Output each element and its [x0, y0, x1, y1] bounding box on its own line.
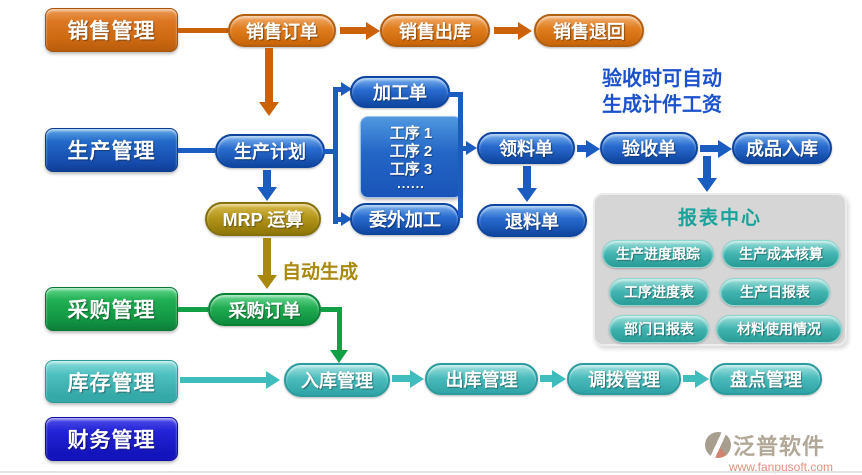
- elbow-purchase-horizontal: [321, 307, 342, 312]
- node-purchase-order: 采购订单: [208, 293, 321, 326]
- arrow-plan-to-mrp: [263, 170, 271, 187]
- note-piecework-wage: 验收时可自动 生成计件工资: [584, 66, 740, 118]
- connector-purchase-to-order: [178, 307, 208, 312]
- arrow-sales-outbound-to-return: [494, 27, 518, 34]
- report-center-panel: 报表中心 生产进度跟踪 生产成本核算 工序进度表 生产日报表 部门日报表 材料使…: [593, 193, 847, 346]
- arrow-mrp-to-purchase-order: [263, 238, 271, 275]
- arrow-acceptance-to-finished-goods: [700, 145, 718, 152]
- bracket-left-top: [333, 87, 343, 92]
- node-stocktake-mgmt: 盘点管理: [710, 363, 822, 395]
- bracket-left-vertical: [333, 87, 338, 224]
- node-transfer-mgmt: 调拨管理: [567, 363, 681, 395]
- note-line-1: 验收时可自动: [602, 68, 722, 90]
- vendor-watermark: 泛普软件 www.fanpusoft.com: [705, 429, 857, 474]
- report-material-usage: 材料使用情况: [716, 315, 842, 343]
- arrowhead-purchase-to-inbound: [330, 350, 348, 363]
- node-production-plan: 生产计划: [215, 134, 325, 168]
- elbow-purchase-vertical: [337, 307, 342, 351]
- arrow-material-request-to-acceptance: [577, 145, 586, 152]
- module-inventory: 库存管理: [45, 360, 178, 403]
- arrow-inventory-to-inbound: [180, 377, 266, 383]
- connector-sales-to-order: [178, 28, 228, 33]
- node-outsourcing: 委外加工: [350, 203, 460, 235]
- report-production-progress: 生产进度跟踪: [602, 240, 714, 268]
- node-sales-return: 销售退回: [534, 14, 644, 47]
- arrow-inbound-to-outbound: [392, 375, 410, 382]
- arrow-sales-order-to-production-plan: [265, 48, 273, 102]
- bracket-right-branch: [463, 146, 467, 151]
- arrow-transfer-to-stocktake: [683, 375, 695, 382]
- process-step-ellipsis: ......: [397, 176, 425, 191]
- bottom-divider: [0, 471, 862, 473]
- node-sales-outbound: 销售出库: [380, 14, 490, 47]
- process-step: 工序 3: [389, 161, 433, 178]
- connector-plan-to-bracket: [323, 149, 337, 154]
- fanpu-logo-icon: [705, 432, 731, 458]
- process-step: 工序 2: [389, 143, 433, 160]
- node-inbound-mgmt: 入库管理: [284, 363, 390, 397]
- node-sales-order: 销售订单: [228, 14, 336, 47]
- note-line-2: 生成计件工资: [602, 94, 722, 116]
- arrow-material-request-to-return: [523, 166, 531, 188]
- process-steps-box: 工序 1 工序 2 工序 3 ......: [360, 116, 462, 198]
- node-material-return: 退料单: [477, 204, 587, 237]
- report-process-progress: 工序进度表: [609, 278, 709, 306]
- module-purchase: 采购管理: [45, 287, 178, 331]
- bracket-left-bottom: [333, 217, 343, 222]
- arrow-sales-order-to-outbound: [340, 27, 366, 34]
- node-outbound-mgmt: 出库管理: [425, 363, 538, 395]
- arrowhead-to-material-request: [466, 141, 477, 155]
- report-production-daily: 生产日报表: [720, 278, 830, 306]
- label-auto-generate: 自动生成: [282, 262, 359, 283]
- report-production-cost: 生产成本核算: [722, 240, 840, 268]
- bracket-right-vertical: [458, 92, 463, 218]
- module-production: 生产管理: [45, 128, 178, 172]
- arrowhead-to-outsourcing: [341, 212, 352, 226]
- arrow-acceptance-to-report-center: [703, 156, 711, 178]
- node-process-order: 加工单: [350, 76, 450, 108]
- node-material-request: 领料单: [477, 132, 575, 164]
- arrowhead-to-process-order: [341, 82, 352, 96]
- bracket-right-top: [448, 92, 460, 97]
- report-department-daily: 部门日报表: [609, 315, 709, 343]
- process-step: 工序 1: [389, 125, 433, 142]
- module-finance: 财务管理: [45, 417, 178, 461]
- vendor-website: www.fanpusoft.com: [728, 460, 834, 474]
- node-acceptance: 验收单: [600, 132, 698, 164]
- node-mrp: MRP 运算: [205, 202, 321, 236]
- node-finished-goods-in: 成品入库: [732, 132, 832, 164]
- module-sales: 销售管理: [45, 8, 178, 52]
- vendor-brand-name: 泛普软件: [733, 434, 826, 459]
- arrow-outbound-to-transfer: [540, 375, 552, 382]
- connector-production-to-plan: [178, 148, 215, 153]
- report-center-title: 报表中心: [677, 208, 762, 229]
